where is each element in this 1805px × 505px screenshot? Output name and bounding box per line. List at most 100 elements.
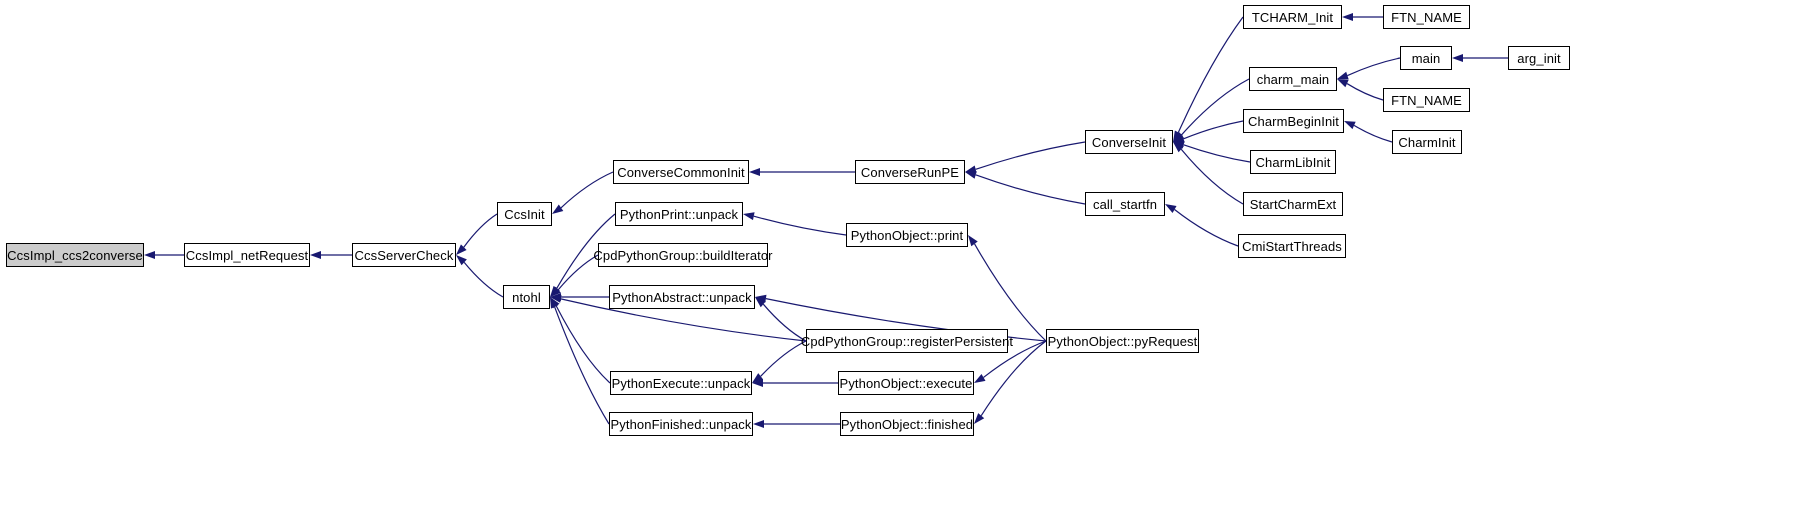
graph-node-label: CcsImpl_ccs2converse [7,247,143,263]
arrowhead-icon [974,413,985,424]
graph-edge-pythonobject_pyrequest-to-pythonobject_print [973,243,1047,342]
graph-node-label: FTN_NAME [1391,92,1462,108]
graph-edge-call_startfn-to-converserunpe [975,174,1086,205]
graph-node-label: charm_main [1256,71,1330,87]
graph-node-ccsinit[interactable]: CcsInit [497,202,552,226]
graph-node-cpdpythongroup_builditerator[interactable]: CpdPythonGroup::buildIterator [593,243,773,267]
graph-node-label: CcsInit [504,206,545,222]
graph-node-charmbegininit[interactable]: CharmBeginInit [1243,109,1344,133]
graph-node-charminit[interactable]: CharmInit [1392,130,1462,154]
graph-node-label: CpdPythonGroup::registerPersistent [800,333,1014,349]
graph-node-label: PythonObject::execute [839,375,973,391]
graph-edge-conversecommoninit-to-ccsinit [560,171,614,209]
arrowhead-icon [753,420,764,428]
graph-node-label: ConverseInit [1091,134,1167,150]
graph-node-pythonobject_execute[interactable]: PythonObject::execute [838,371,974,395]
arrowhead-icon [743,212,755,221]
graph-edge-charmbegininit-to-converseinit [1183,120,1244,140]
graph-node-cmistartthreads[interactable]: CmiStartThreads [1238,234,1346,258]
graph-node-pythonabstract_unpack[interactable]: PythonAbstract::unpack [609,285,755,309]
arrowhead-icon [550,297,559,309]
graph-node-label: main [1411,50,1441,66]
arrowhead-icon [1342,13,1353,21]
graph-edge-cpdpythongroup_registerpersistent-to-pythonabstract_unpack [762,303,807,342]
arrowhead-icon [310,251,321,259]
graph-node-ftn_name_mid[interactable]: FTN_NAME [1383,88,1470,112]
graph-node-label: PythonFinished::unpack [610,416,752,432]
arrowhead-icon [1337,71,1349,80]
graph-node-ccsimpl_ccs2converse[interactable]: CcsImpl_ccs2converse [6,243,144,267]
graph-node-label: call_startfn [1092,196,1158,212]
arrowhead-icon [968,235,978,247]
graph-node-pythonobject_finished[interactable]: PythonObject::finished [840,412,974,436]
graph-edge-charmlibinit-to-converseinit [1183,144,1251,163]
arrowhead-icon [965,165,977,174]
graph-node-label: PythonObject::finished [840,416,974,432]
graph-edge-charm_main-to-converseinit [1181,78,1250,136]
graph-node-pythonfinished_unpack[interactable]: PythonFinished::unpack [609,412,753,436]
arrowhead-icon [755,297,766,308]
graph-node-converseinit[interactable]: ConverseInit [1085,130,1173,154]
arrowhead-icon [550,285,560,297]
graph-node-label: CpdPythonGroup::buildIterator [593,247,773,263]
graph-edge-ntohl-to-ccsservercheck [463,261,504,298]
arrowhead-icon [144,251,155,259]
arrowhead-icon [974,374,986,383]
graph-node-label: CharmInit [1398,134,1456,150]
graph-edge-charminit-to-charmbegininit [1353,124,1393,143]
graph-node-label: ConverseCommonInit [617,164,745,180]
graph-node-startcharmext[interactable]: StartCharmExt [1243,192,1343,216]
graph-node-arg_init[interactable]: arg_init [1508,46,1570,70]
arrowhead-icon [749,168,760,176]
graph-node-converserunpe[interactable]: ConverseRunPE [855,160,965,184]
graph-edge-cpdpythongroup_registerpersistent-to-pythonexecute_unpack [760,340,807,377]
graph-node-label: PythonExecute::unpack [611,375,751,391]
graph-node-label: ntohl [512,289,541,305]
graph-node-label: CharmBeginInit [1248,113,1339,129]
arrowhead-icon [1173,142,1184,153]
arrowhead-icon [752,379,763,387]
graph-node-label: PythonPrint::unpack [619,206,739,222]
arrowhead-icon [456,255,467,266]
arrowhead-icon [1173,130,1182,142]
graph-edge-pythonfinished_unpack-to-ntohl [554,306,610,425]
arrowhead-icon [550,294,562,303]
arrowhead-icon [456,244,467,255]
arrowhead-icon [550,293,561,301]
graph-node-call_startfn[interactable]: call_startfn [1085,192,1165,216]
graph-node-label: FTN_NAME [1391,9,1462,25]
graph-edge-converseinit-to-converserunpe [975,141,1086,170]
graph-node-conversecommoninit[interactable]: ConverseCommonInit [613,160,749,184]
graph-edge-tcharm_init-to-converseinit [1177,16,1244,133]
arrowhead-icon [965,170,977,179]
graph-node-label: CmiStartThreads [1242,238,1342,254]
graph-edge-startcharmext-to-converseinit [1180,148,1244,205]
graph-node-main[interactable]: main [1400,46,1452,70]
graph-node-charm_main[interactable]: charm_main [1249,67,1337,91]
graph-node-label: TCHARM_Init [1251,9,1334,25]
graph-edge-ccsinit-to-ccsservercheck [463,213,498,248]
graph-node-ntohl[interactable]: ntohl [503,285,550,309]
graph-node-label: arg_init [1517,50,1561,66]
graph-node-tcharm_init[interactable]: TCHARM_Init [1243,5,1342,29]
arrowhead-icon [1337,79,1349,88]
graph-node-label: ConverseRunPE [860,164,960,180]
graph-node-pythonobject_pyrequest[interactable]: PythonObject::pyRequest [1046,329,1199,353]
graph-node-ccsimpl_netrequest[interactable]: CcsImpl_netRequest [184,243,310,267]
graph-node-pythonobject_print[interactable]: PythonObject::print [846,223,968,247]
arrowhead-icon [1173,131,1185,142]
graph-edge-cmistartthreads-to-call_startfn [1174,209,1239,247]
graph-node-cpdpythongroup_registerpersistent[interactable]: CpdPythonGroup::registerPersistent [801,329,1013,353]
graph-node-charmlibinit[interactable]: CharmLibInit [1250,150,1336,174]
graph-node-label: CcsServerCheck [354,247,454,263]
graph-edge-pythonobject_print-to-pythonprint_unpack [753,215,847,236]
arrowhead-icon [1173,140,1185,149]
arrowhead-icon [755,294,767,303]
graph-node-ftn_name_top[interactable]: FTN_NAME [1383,5,1470,29]
arrowhead-icon [1452,54,1463,62]
graph-node-pythonexecute_unpack[interactable]: PythonExecute::unpack [610,371,752,395]
graph-node-ccsservercheck[interactable]: CcsServerCheck [352,243,456,267]
arrowhead-icon [1173,135,1185,143]
graph-edge-main-to-charm_main [1347,57,1401,77]
graph-node-pythonprint_unpack[interactable]: PythonPrint::unpack [615,202,743,226]
